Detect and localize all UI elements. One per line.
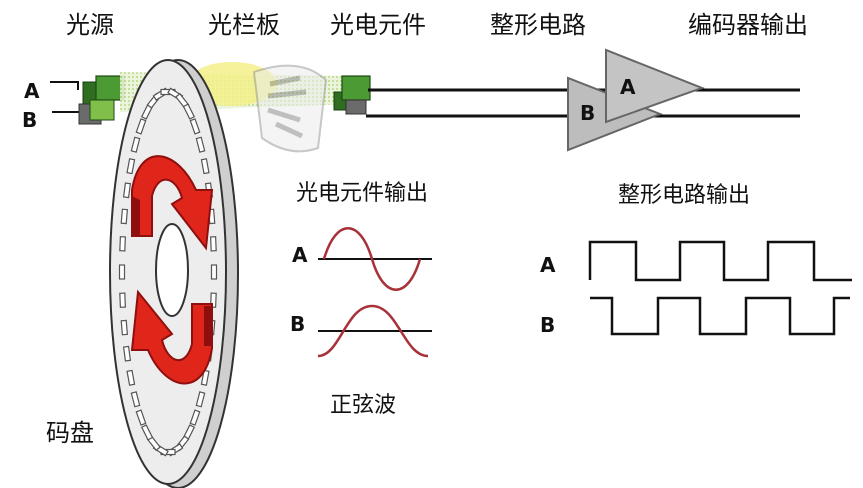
shaping-output-title: 整形电路输出: [618, 183, 750, 208]
disc-hub-hole: [155, 223, 189, 317]
label-shaping-circuit: 整形电路: [490, 11, 586, 39]
sine-b-wave: [317, 304, 429, 358]
disc-slot: [200, 369, 210, 386]
label-light-source: 光源: [66, 11, 114, 39]
disc-slot: [122, 345, 132, 362]
disc-slot: [130, 136, 141, 153]
light-source-b-label: B: [22, 108, 37, 132]
disc-slot: [195, 391, 206, 408]
code-disc: [109, 59, 239, 488]
sine-wave-label: 正弦波: [330, 393, 396, 418]
label-encoder-output: 编码器输出: [688, 11, 808, 39]
disc-slot: [135, 118, 147, 135]
label-code-disc: 码盘: [46, 419, 94, 447]
disc-slot: [118, 264, 126, 280]
amplifier-b-label: B: [580, 101, 595, 125]
disc-slot: [120, 208, 129, 225]
label-grating: 光栏板: [208, 11, 280, 39]
disc-slot: [210, 264, 218, 280]
disc-slot: [130, 391, 141, 408]
disc-slot: [189, 409, 201, 426]
disc-slot: [140, 424, 154, 441]
sine-a-label: A: [292, 243, 308, 267]
disc-slot: [135, 409, 147, 426]
square-a-label: A: [540, 253, 556, 277]
light-source-a-label: A: [24, 79, 40, 103]
light-source-emitters: [50, 75, 125, 125]
square-b-label: B: [540, 313, 555, 337]
disc-slot: [119, 236, 127, 252]
square-a-wave: [588, 240, 852, 282]
photo-element-sensors: [333, 75, 371, 115]
disc-slot: [200, 158, 210, 175]
disc-slot: [126, 369, 136, 386]
disc-slot: [189, 118, 201, 135]
amplifier-a: A: [605, 48, 705, 124]
photo-output-title: 光电元件输出: [296, 181, 428, 206]
disc-slot: [119, 292, 127, 308]
disc-slot: [120, 319, 129, 336]
rotation-arrows-icon: [130, 155, 214, 385]
disc-slot: [209, 236, 217, 252]
disc-slot: [122, 182, 132, 199]
disc-slot: [182, 103, 196, 120]
sine-a-wave: [322, 227, 422, 291]
label-photo-element: 光电元件: [330, 11, 426, 39]
square-b-wave: [590, 296, 850, 336]
disc-slot: [126, 158, 136, 175]
disc-slot: [195, 136, 206, 153]
amplifier-a-label: A: [620, 75, 636, 99]
grating-plate: [252, 64, 328, 153]
sine-b-label: B: [290, 312, 305, 336]
